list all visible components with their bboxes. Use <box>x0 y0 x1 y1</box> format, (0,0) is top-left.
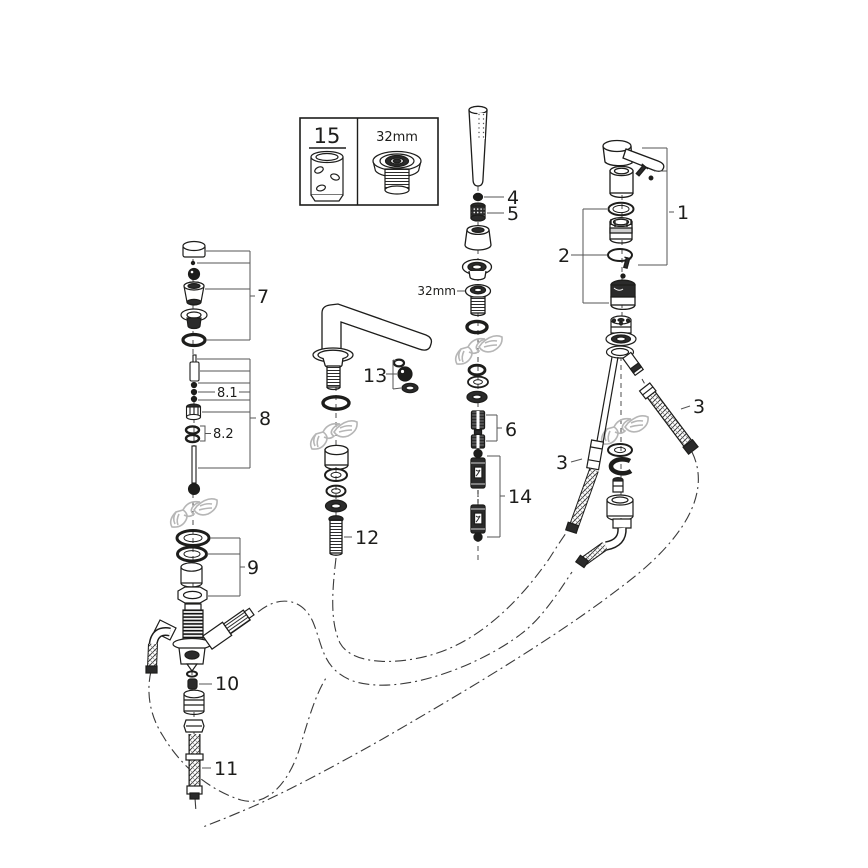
callout-5-label: 5 <box>507 203 519 225</box>
small-pin <box>190 260 196 266</box>
left-leg-coupling <box>586 439 605 471</box>
callout-8-1-label: 8.1 <box>217 386 238 401</box>
hose-end-fitting <box>145 665 158 674</box>
spout-o-ring <box>321 395 351 411</box>
callout-9 <box>207 537 245 597</box>
check-valves-6 <box>470 410 486 449</box>
mounting-nut-32mm-part <box>464 283 492 317</box>
group-13-aerator-parts <box>392 358 419 394</box>
hose-3-right-end <box>682 438 699 456</box>
rod-ball <box>187 482 201 496</box>
filter-5 <box>470 202 486 222</box>
braided-hose-3-right <box>646 390 693 448</box>
callout-2-label: 2 <box>558 245 570 267</box>
legend-tool-number: 15 <box>314 124 341 148</box>
routing-curve-right-hose-to-bottom <box>202 451 699 828</box>
callout-8-2-label: 8.2 <box>213 427 234 442</box>
cartridge <box>609 216 633 244</box>
callout-7 <box>197 250 255 341</box>
callout-12-label: 12 <box>355 527 379 549</box>
spout <box>321 303 433 355</box>
legend-thread-size: 32mm <box>376 130 418 145</box>
small-o-ring-center <box>467 363 487 377</box>
routing-curve-spout-to-left-hose <box>332 528 570 662</box>
lift-rod <box>191 445 197 484</box>
callout-4-label: 4 <box>507 187 519 209</box>
legend-box: 15 32mm <box>299 117 439 206</box>
mounting-nut-32mm-drawing <box>372 150 422 195</box>
callout-32mm-label: 32mm <box>417 284 456 298</box>
o-ring <box>181 332 207 348</box>
callout-9-label: 9 <box>247 557 259 579</box>
body-top-fitting <box>610 315 632 334</box>
callout-2 <box>571 208 609 304</box>
elbow-collar <box>612 518 632 529</box>
elbow-braided-hose <box>581 542 608 565</box>
callout-3-left-label: 3 <box>556 452 568 474</box>
shower-holder-cone <box>464 229 492 251</box>
callout-14 <box>487 455 505 538</box>
callout-14-label: 14 <box>508 486 532 508</box>
callout-13-label: 13 <box>363 365 387 387</box>
callout-13 <box>386 359 402 390</box>
threaded-stem-12 <box>329 519 343 554</box>
hose-3-left-end <box>564 521 580 535</box>
callout-6 <box>486 414 502 442</box>
routing-curve-left-elbow-loop <box>148 670 327 802</box>
seal-4 <box>472 192 484 202</box>
retainer-nut <box>610 279 636 311</box>
pin-body <box>189 361 200 382</box>
cartridge-o-ring-bottom <box>607 248 633 262</box>
callout-10-label: 10 <box>215 673 239 695</box>
callout-1-label: 1 <box>677 202 689 224</box>
valve-body-right-group <box>564 315 699 569</box>
hose-routing-curves <box>148 451 699 828</box>
group-8-rod-parts <box>184 354 202 496</box>
callout-3-right-label: 3 <box>693 396 705 418</box>
callout-3-right <box>680 405 691 410</box>
diverter-cartridges-14 <box>470 457 486 542</box>
group-9-mounting-parts <box>175 529 211 604</box>
stack-washer <box>607 443 633 457</box>
o-ring-8-2-b <box>184 433 201 444</box>
service-tool-15-drawing <box>310 150 344 202</box>
small-o-ring <box>186 670 198 678</box>
callout-1 <box>638 147 674 266</box>
part-10-insert <box>187 678 198 690</box>
o-ring-medium <box>176 545 208 563</box>
callout-3-left <box>570 458 583 463</box>
small-seal <box>392 358 406 368</box>
left-leg-tube <box>596 356 613 442</box>
routing-stub-hose11 <box>194 797 197 813</box>
ball-joint <box>187 267 201 281</box>
callout-6-label: 6 <box>505 419 517 441</box>
flow-insert-ball <box>397 366 413 382</box>
elbow-hose-end <box>574 554 590 569</box>
washer-b <box>325 484 347 498</box>
lever-handle-group <box>602 139 665 311</box>
callout-8-label: 8 <box>259 408 271 430</box>
washer-center <box>467 375 489 389</box>
group-7-handle-parts <box>180 240 208 348</box>
routing-curve-valve-to-right-elbow <box>257 571 573 686</box>
hand-shower-group <box>461 105 493 542</box>
o-ring-center <box>465 319 489 335</box>
washer-a <box>324 468 348 482</box>
callout-11-label: 11 <box>214 758 238 780</box>
callout-8 <box>197 358 256 469</box>
stem-hex-nut <box>202 621 233 650</box>
o-ring-large <box>175 529 211 547</box>
spout-group <box>312 303 433 556</box>
eco-leaf-watermarks <box>169 335 649 528</box>
c-clip <box>608 457 633 476</box>
o-ring-8-2-a <box>184 425 201 435</box>
callout-7-label: 7 <box>257 286 269 308</box>
valve-body-assembly <box>145 603 255 800</box>
cartridge-o-ring-top <box>607 201 635 217</box>
spout-threaded-stem <box>326 365 341 388</box>
braided-hose-3-left <box>570 468 598 528</box>
retainer-screw <box>622 256 631 269</box>
